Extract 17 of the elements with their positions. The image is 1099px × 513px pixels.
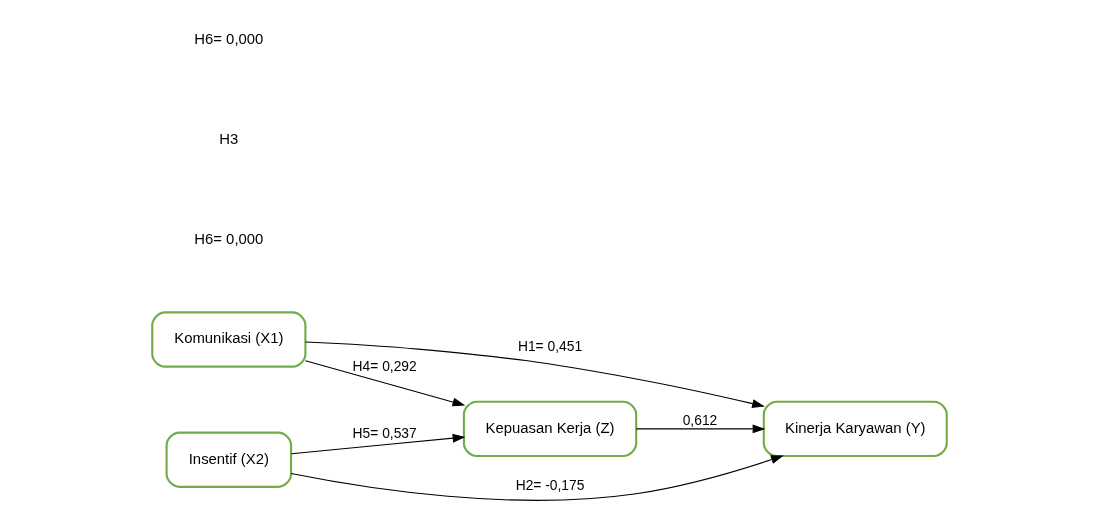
arrow [305, 341, 765, 408]
label: H6= 0,000 [194, 30, 264, 47]
node-box: Insentif (X2) [165, 431, 293, 488]
arrow [635, 424, 766, 434]
arrow [290, 455, 784, 501]
edge-label: H5= 0,537 [352, 424, 417, 441]
edge-label: 0,612 [682, 412, 718, 429]
arrow [290, 433, 466, 455]
label: H6= 0,000 [194, 230, 264, 247]
node-box: Kinerja Karyawan (Y) [762, 400, 948, 458]
edge-label: H1= 0,451 [517, 337, 583, 354]
node-box: Kepuasan Kerja (Z) [462, 400, 638, 458]
edge-label: H4= 0,292 [352, 357, 417, 374]
arrow [305, 360, 466, 407]
node-box: Komunikasi (X1) [151, 311, 307, 368]
edge-label: H2= -0,175 [515, 476, 585, 493]
label: H3 [219, 130, 239, 147]
